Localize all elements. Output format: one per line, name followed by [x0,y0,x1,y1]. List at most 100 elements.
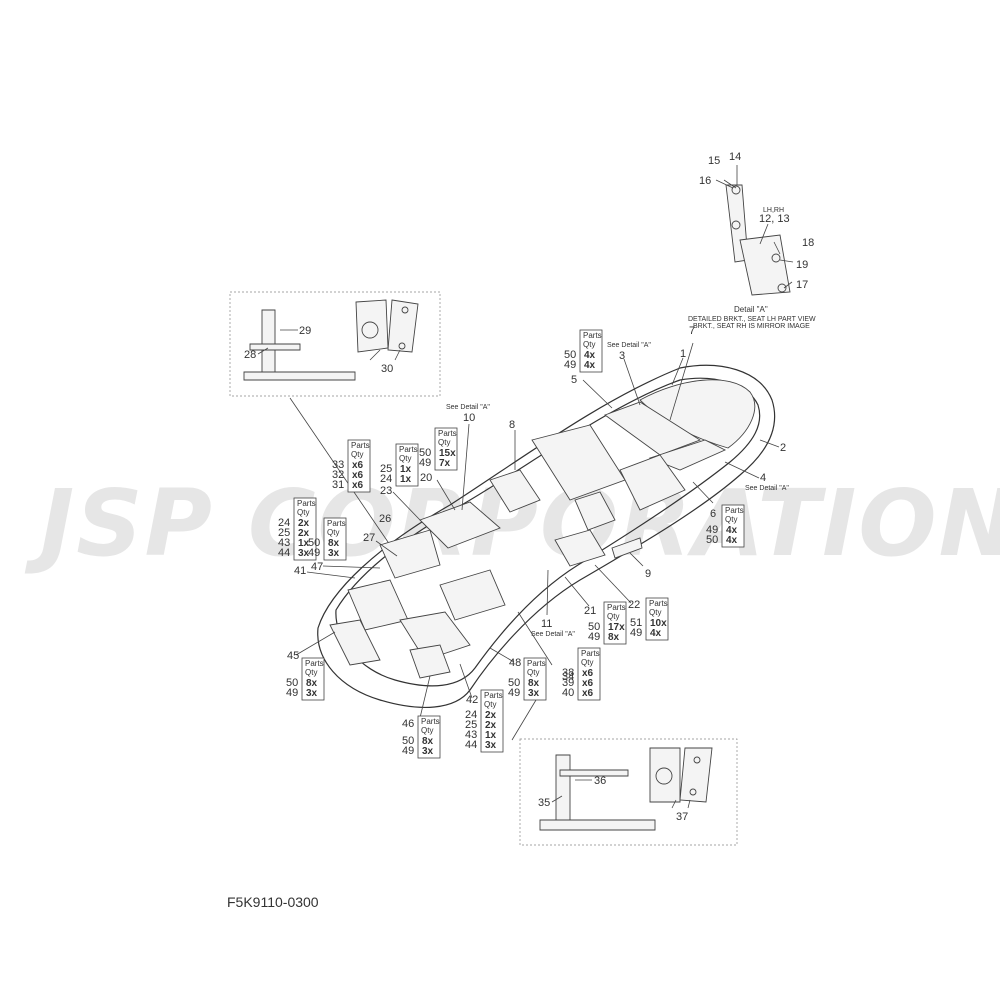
qty-label: Qty [581,658,593,667]
qty-value: 4x [726,525,738,536]
callout-16: 16 [699,175,711,187]
callout-45: 45 [287,650,299,662]
qty-part-number: 49 [286,687,298,699]
aft-seat-left [379,529,441,579]
parts-label: Parts [581,649,600,658]
qty-value: 7x [439,458,451,469]
callout-5: 5 [571,374,577,386]
passenger-seat [574,491,616,531]
seat-pedestal [261,309,276,373]
qty-part-number: 24 [380,473,392,485]
parts-label: Parts [297,499,316,508]
callout-23: 23 [380,485,392,497]
qty-part-number: 50 [564,349,576,361]
parts-label: Parts [305,659,324,668]
callout-22: 22 [628,599,640,611]
qty-table-frame [721,504,745,548]
callout-4: 4 [760,472,766,484]
qty-part-number: 50 [508,677,520,689]
qty-label: Qty [583,340,595,349]
qty-value: 8x [328,538,340,549]
qty-value: x6 [582,688,594,699]
seat-base-rail [243,371,356,381]
parts-label: Parts [527,659,546,668]
inset-frame [229,291,441,397]
engine-cover [419,501,501,549]
qty-label: Qty [399,454,411,463]
qty-label: Qty [725,515,737,524]
qty-part-number: 33 [332,459,344,471]
qty-value: 2x [485,710,497,721]
helm-seat [489,469,541,513]
qty-table-frame [417,715,441,759]
qty-part-number: 31 [332,479,344,491]
parts-label: Parts [327,519,346,528]
qty-table-frame [603,601,627,645]
qty-part-number: 24 [278,517,290,529]
parts-label: Parts [484,691,503,700]
seat-bracket-lower [739,234,791,296]
qty-value: 3x [328,548,340,559]
callout-18: 18 [802,237,814,249]
swim-step-left [329,619,381,666]
qty-value: 4x [726,535,738,546]
callout-17: 17 [796,279,808,291]
aft-seat-back-right [399,611,471,661]
qty-label: Qty [649,608,661,617]
qty-part-number: 44 [278,547,290,559]
callout-27: 27 [363,532,375,544]
side-trim [611,537,643,559]
bracket-bolt [771,253,781,263]
qty-part-number: 44 [465,739,477,751]
pad-hole [693,756,701,764]
qty-value: 8x [306,678,318,689]
qty-part-number: 43 [465,729,477,741]
qty-value: x6 [582,668,594,679]
callout-41: 41 [294,565,306,577]
bow-seat-left [604,401,702,456]
inset-top-left: 29 28 30 [229,291,441,397]
callout-28: 28 [244,349,256,361]
qty-value: 8x [528,678,540,689]
pad-hole [655,767,673,785]
parts-label: Parts [649,599,668,608]
qty-label: Qty [438,438,450,447]
qty-table-frame [301,657,325,701]
callout-35: 35 [538,797,550,809]
qty-table-frame [645,597,669,641]
qty-value: x6 [582,678,594,689]
aft-seat-center [439,569,506,621]
qty-part-number: 50 [402,735,414,747]
bow-seat-right [648,439,727,471]
qty-label: Qty [607,612,619,621]
qty-label: Qty [421,726,433,735]
detail-side-label: LH,RH [763,207,784,214]
qty-part-number: 50 [308,537,320,549]
callout-37: 37 [676,811,688,823]
callout-36: 36 [594,775,606,787]
qty-value: 1x [400,464,412,475]
callout-30: 30 [381,363,393,375]
callout-19: 19 [796,259,808,271]
see-detail-label: See Detail "A" [446,404,490,411]
swim-step-right [409,644,451,679]
qty-part-number: 25 [278,527,290,539]
see-detail-label: See Detail "A" [745,485,789,492]
qty-part-number: 25 [380,463,392,475]
qty-label: Qty [351,450,363,459]
inset-frame [519,738,738,846]
qty-part-number: 39 [562,677,574,689]
qty-value: 1x [485,730,497,741]
qty-part-number: 50 [286,677,298,689]
callout-11: 11 [541,618,552,630]
parts-label: Parts [607,603,626,612]
seat-pedestal [555,754,571,821]
qty-part-number: 49 [308,547,320,559]
